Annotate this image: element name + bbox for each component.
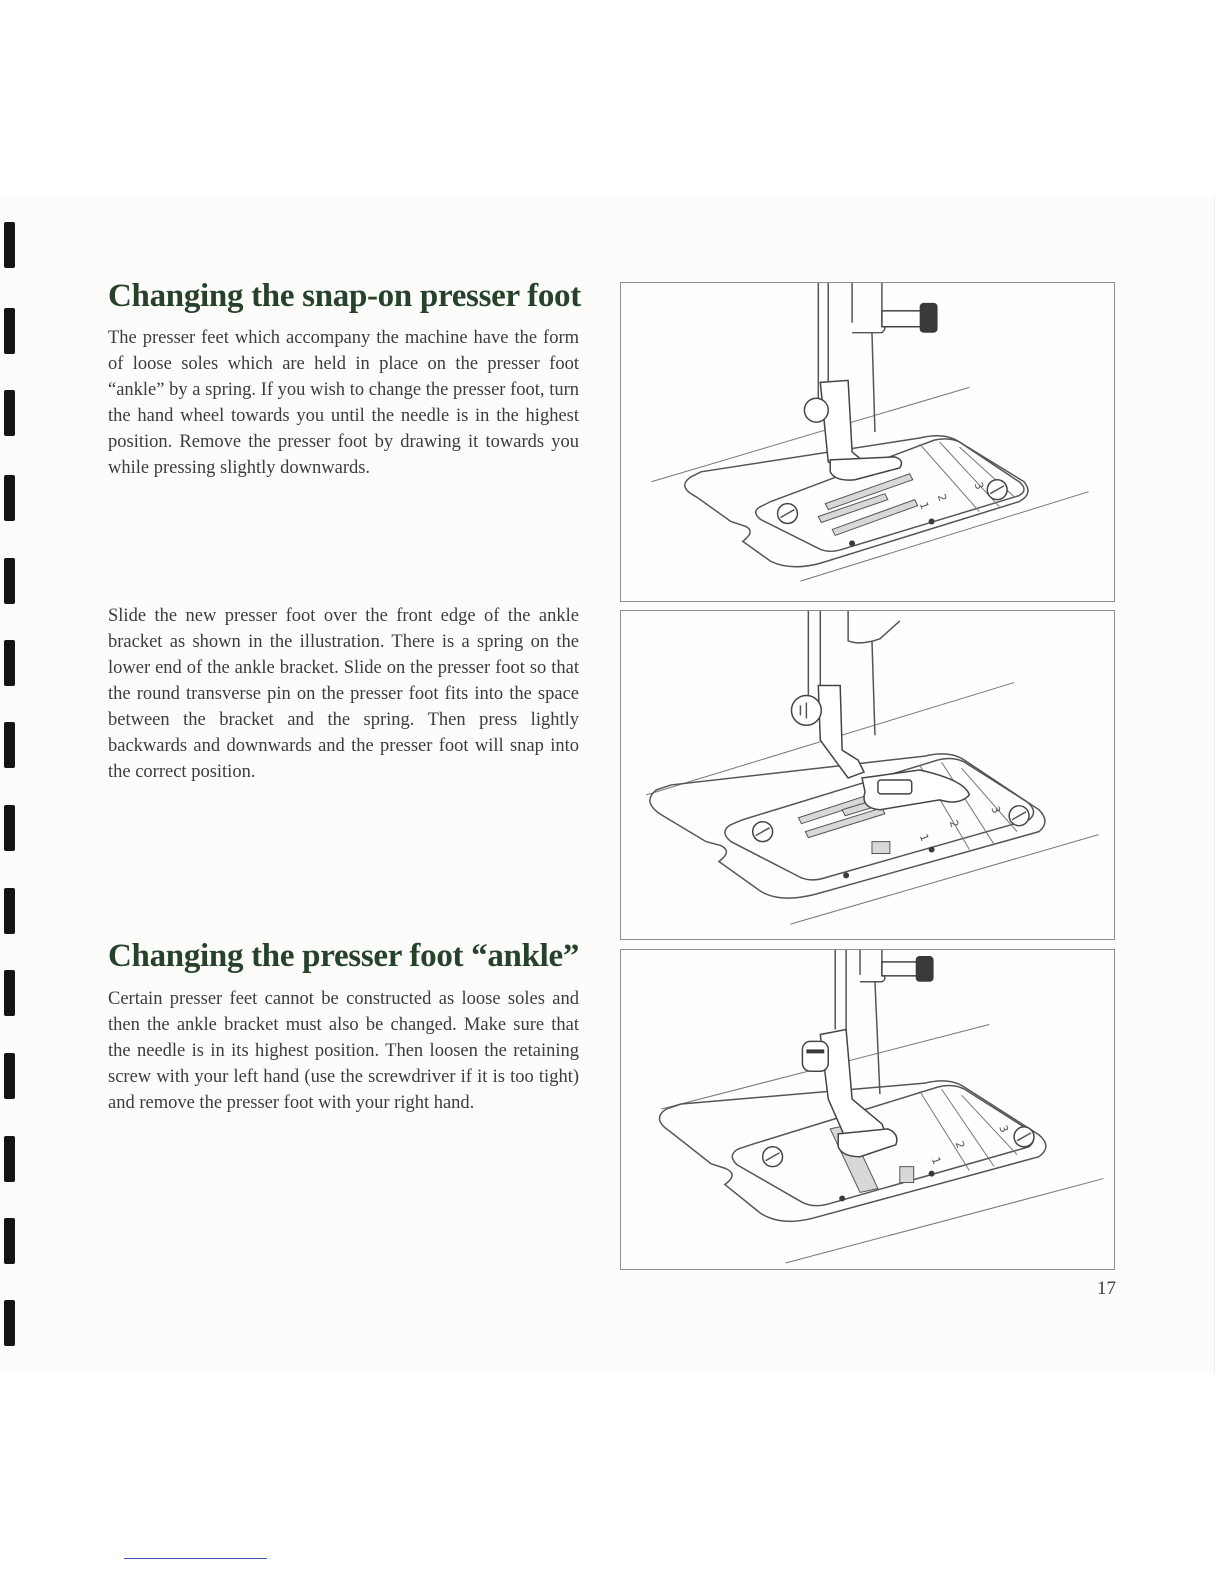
plate-mark: 2 bbox=[953, 1139, 968, 1150]
plate-screw bbox=[986, 479, 1008, 501]
bed-edge-line bbox=[800, 491, 1089, 582]
plate-screw bbox=[1013, 1126, 1035, 1148]
plate-screw bbox=[1008, 805, 1030, 827]
needle bbox=[871, 332, 876, 433]
bed-edge-line bbox=[651, 386, 970, 483]
presser-foot-sole bbox=[829, 456, 903, 481]
plate-mark: 1 bbox=[917, 832, 932, 843]
plate-dot bbox=[843, 872, 850, 879]
needle bbox=[871, 640, 876, 736]
illustration-remove-foot: 3 2 1 bbox=[620, 282, 1115, 602]
feed-dog bbox=[824, 473, 914, 511]
needle-plate bbox=[724, 757, 1035, 881]
binding-hole bbox=[4, 722, 15, 768]
ankle-screw bbox=[801, 1040, 829, 1072]
section-heading-ankle: Changing the presser foot “ankle” bbox=[108, 938, 580, 974]
needle-plate bbox=[754, 438, 1025, 553]
plate-mark: 2 bbox=[935, 492, 950, 503]
throat-plate bbox=[684, 435, 1029, 568]
plate-mark: 3 bbox=[996, 1123, 1011, 1134]
plate-mark: 3 bbox=[972, 480, 987, 491]
plate-dot bbox=[928, 846, 935, 853]
plate-mark: 2 bbox=[947, 818, 962, 829]
ankle-screw-slot bbox=[806, 1049, 825, 1054]
binding-hole bbox=[4, 390, 15, 436]
needle-plate bbox=[731, 1084, 1035, 1207]
binding-hole bbox=[4, 805, 15, 851]
ankle-screw bbox=[803, 397, 829, 423]
footer-rule bbox=[124, 1558, 267, 1559]
plate-mark: 1 bbox=[917, 500, 932, 511]
paragraph-change-ankle: Certain presser feet cannot be construct… bbox=[108, 989, 579, 1113]
needle bbox=[874, 981, 881, 1095]
bed-edge-line bbox=[785, 1178, 1104, 1264]
binding-hole bbox=[4, 308, 15, 354]
feed-dog bbox=[899, 1166, 915, 1184]
clamp-screw bbox=[881, 310, 923, 328]
binding-hole bbox=[4, 970, 15, 1016]
sewing-machine-drawing: 3 2 1 bbox=[658, 950, 1104, 1264]
plate-screw bbox=[776, 502, 799, 525]
binding-hole bbox=[4, 222, 15, 268]
needle-clamp bbox=[851, 283, 886, 334]
feed-dog bbox=[804, 807, 886, 839]
plate-dot bbox=[839, 1195, 846, 1202]
sewing-machine-drawing: 3 2 1 bbox=[651, 283, 1089, 582]
binding-hole bbox=[4, 558, 15, 604]
binding-hole bbox=[4, 1218, 15, 1264]
presser-ankle bbox=[817, 684, 866, 779]
ankle-screw-slot bbox=[799, 702, 808, 719]
presser-foot-sole bbox=[837, 1128, 898, 1158]
illustration-attach-foot: 3 2 1 bbox=[620, 610, 1115, 940]
plate-mark: 3 bbox=[988, 804, 1003, 815]
plate-dot bbox=[928, 518, 935, 525]
plate-screw bbox=[761, 1146, 784, 1168]
paragraph-attach-foot: Slide the new presser foot over the fron… bbox=[108, 606, 579, 782]
feed-dog bbox=[817, 493, 889, 524]
clamp-knob bbox=[915, 955, 934, 982]
illustration-change-ankle: 3 2 1 bbox=[620, 949, 1115, 1270]
presser-bar bbox=[834, 950, 847, 1030]
clamp-screw bbox=[881, 961, 919, 977]
feed-dog bbox=[871, 841, 891, 855]
plate-screw bbox=[751, 820, 774, 843]
needle-clamp bbox=[847, 611, 901, 644]
foot-pin bbox=[877, 779, 913, 795]
binding-hole bbox=[4, 640, 15, 686]
feed-dog bbox=[831, 499, 919, 537]
binding-hole bbox=[4, 1053, 15, 1099]
seam-guide-lines bbox=[919, 1088, 1018, 1171]
section-heading-snap-on: Changing the snap-on presser foot bbox=[108, 278, 581, 314]
throat-plate bbox=[658, 1080, 1047, 1223]
plate-mark: 1 bbox=[929, 1155, 944, 1166]
paragraph-remove-foot: The presser feet which accompany the mac… bbox=[108, 328, 579, 478]
plate-dot bbox=[928, 1170, 935, 1177]
bed-edge-line bbox=[790, 834, 1099, 925]
throat-plate bbox=[649, 753, 1046, 899]
page-number: 17 bbox=[1097, 1278, 1116, 1299]
binding-hole bbox=[4, 888, 15, 934]
clamp-knob bbox=[919, 302, 938, 333]
binding-hole bbox=[4, 475, 15, 521]
plate-dot bbox=[849, 540, 856, 547]
sewing-machine-drawing: 3 2 1 bbox=[646, 611, 1099, 925]
binding-hole bbox=[4, 1136, 15, 1182]
binding-hole bbox=[4, 1300, 15, 1346]
